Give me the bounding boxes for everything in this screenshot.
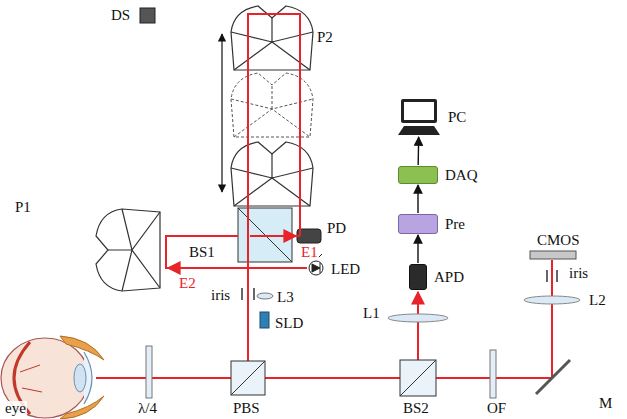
part-label: L3 (276, 290, 295, 305)
beam-label: E1 (300, 245, 319, 260)
iris-aperture (547, 270, 557, 282)
laser-beam (96, 260, 552, 378)
beam-label: E2 (178, 276, 197, 291)
part-label: L1 (362, 306, 381, 321)
part-label: BS2 (402, 401, 430, 416)
part-label: SLD (274, 316, 304, 331)
part-label: PBS (232, 401, 261, 416)
laser-beam (166, 14, 307, 378)
pbs-cube (231, 361, 265, 395)
part-label: OF (486, 401, 507, 416)
apd-detector: APD (409, 264, 427, 290)
monitor-screen (404, 102, 434, 120)
part-label: DS (110, 8, 131, 23)
monitor-frame (401, 99, 437, 123)
node-label: APD (434, 270, 464, 285)
signal-arrow (417, 137, 419, 165)
preamp-box: Pre (398, 214, 438, 234)
part-label: P2 (316, 30, 334, 45)
part-label: iris (568, 266, 589, 281)
part-label: CMOS (536, 233, 581, 248)
sld-source (260, 312, 269, 328)
part-label: L2 (588, 293, 607, 308)
signal-arrow (417, 235, 418, 263)
pbs-diagonal (231, 361, 265, 395)
translation-arrow (221, 34, 222, 192)
node-label: PC (448, 110, 466, 125)
bs2-cube (400, 360, 436, 396)
computer-icon: PC (398, 98, 440, 136)
eye-illustration (1, 336, 104, 419)
mirror (536, 360, 570, 394)
quarter-wave-plate (146, 346, 152, 398)
l3-lens (257, 293, 273, 299)
iris-aperture (242, 288, 254, 300)
part-label: BS1 (188, 245, 216, 260)
node-label: DAQ (445, 168, 478, 183)
l2-lens (524, 296, 580, 304)
part-label: M (598, 396, 613, 411)
node-label: Pre (445, 217, 465, 232)
part-label: P1 (14, 200, 32, 215)
monitor-symbol (398, 98, 440, 136)
part-label: PD (326, 221, 347, 236)
part-label: iris (210, 288, 231, 303)
part-label: eye (4, 401, 27, 416)
p1-prism (96, 209, 160, 291)
keyboard-base (398, 126, 440, 135)
part-label: λ/4 (137, 401, 158, 416)
optical-filter (490, 350, 496, 398)
bs2-diagonal (400, 360, 436, 396)
ds-block (140, 8, 155, 23)
l1-lens (388, 314, 448, 322)
daq-box: DAQ (398, 166, 438, 184)
cmos-sensor (530, 251, 576, 259)
signal-arrow (417, 185, 418, 213)
part-label: LED (330, 262, 361, 277)
